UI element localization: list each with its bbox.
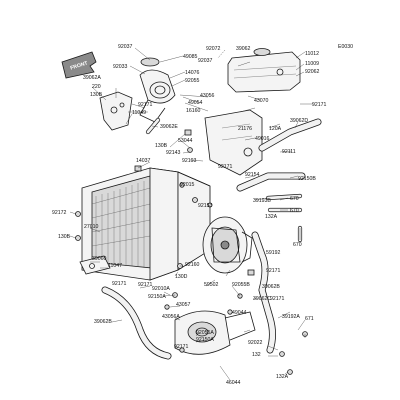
upper-hose-right [258,118,322,152]
part-label: 39062 [236,46,251,52]
part-label: 27010 [84,224,99,230]
part-label: 92154 [245,172,260,178]
part-label: 11012 [305,51,319,57]
part-label: 92072 [206,46,221,52]
part-label: 59192 [266,250,281,256]
part-label: 92171 [270,296,285,302]
leader-lines [69,47,314,381]
part-label: 92033 [113,64,128,70]
part-label: 670 [290,208,299,214]
part-label: 670 [293,242,302,248]
part-label: 132 [252,352,261,358]
part-label: 92037 [118,44,133,50]
part-label: 92193 [182,158,197,164]
part-label: 14037 [136,158,151,164]
part-label: 92062 [305,69,320,75]
part-label: 39062D [290,118,308,124]
part-label: 220 [92,84,101,90]
part-label: 92010A [152,286,170,292]
part-label: 43070 [254,98,269,104]
hose-right-lower [251,231,276,354]
thermostat-housing [139,57,176,123]
part-label: 92172 [52,210,67,216]
lower-hose-left [101,286,172,360]
reservoir-tank [227,48,301,93]
part-label: 132A [276,374,289,380]
part-label: 11047 [108,263,122,269]
lower-bracket [79,255,111,275]
part-label: 39062B [94,319,112,325]
part-label: 39062C [253,296,271,302]
part-label: 92055A [196,330,214,336]
part-label: 39193B [253,198,271,204]
part-label: 39062B [262,284,280,290]
part-label: 92153 [198,203,213,209]
part-label: 130B [90,92,103,98]
part-label: 49085 [183,54,198,60]
front-marker-text: FRONT [70,60,90,71]
part-label: 92055 [185,78,200,84]
part-label: 92171 [112,281,127,287]
part-label: 670 [290,196,299,202]
part-label: 92037 [198,58,213,64]
part-label: 92055B [232,282,250,288]
part-label: 53044 [178,138,193,144]
radiator [81,167,211,281]
part-labels: 92037 49085 92033 14076 92055 43056 4905… [52,44,327,386]
part-label: 92171 [138,282,153,288]
part-label: 59502 [204,282,219,288]
part-label: 92022 [248,340,263,346]
upper-bracket [204,109,263,176]
part-label: 43057 [176,302,191,308]
part-label: 92171 [138,102,153,108]
part-label: 49054 [188,100,203,106]
part-label: 49044 [232,310,247,316]
part-label: 92171 [312,102,327,108]
part-label: 132A [265,214,278,220]
part-label: 92171 [218,164,233,170]
front-arrow-marker: FRONT [61,51,97,79]
water-pump [174,310,256,355]
part-label: 92143 [166,150,181,156]
hose-right-middle [236,172,306,192]
mounting-bracket [99,91,133,131]
part-label: 39062E [160,124,178,130]
part-label: 11049 [132,110,146,116]
part-label: 130D [175,274,188,280]
part-label: 92150A [196,337,214,343]
part-label: 16160 [186,108,201,114]
part-label: 49016 [255,136,270,142]
part-label: 92111 [282,149,296,155]
part-label: 43056A [162,314,180,320]
part-label: 43056 [200,93,215,99]
part-label: 11009 [305,61,319,67]
part-label: 92160 [185,262,200,268]
part-label: 120A [269,126,282,132]
part-label: 39062A [83,75,101,81]
part-label: 92171 [174,344,189,350]
radiator-fan [202,216,253,274]
part-label: 14076 [185,70,200,76]
part-label: 92015 [180,182,195,188]
part-label: 21176 [238,126,252,132]
part-label: 130B [58,234,71,240]
part-label: 92150A [148,294,166,300]
part-label: 39060 [92,256,107,262]
part-label: 92171 [266,268,281,274]
radiator-fins [91,181,151,268]
figure-code: E0030 [338,44,353,50]
part-label: 39192A [282,314,300,320]
part-label: 130B [155,143,168,149]
part-label: 671 [305,316,314,322]
part-label: 46044 [226,380,241,386]
part-label: 92150B [298,176,316,182]
